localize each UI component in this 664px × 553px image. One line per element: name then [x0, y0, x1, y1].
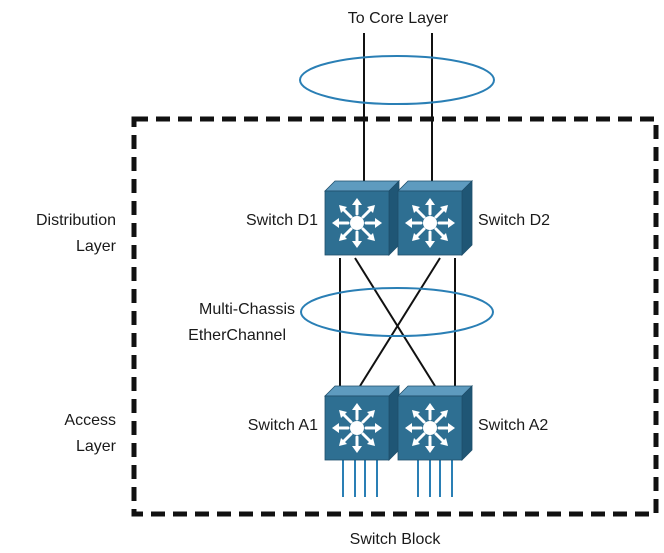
access-layer-label-line1: Access	[64, 412, 116, 429]
switch-a1-icon	[323, 384, 401, 462]
switch-d2-label: Switch D2	[478, 212, 551, 229]
access-layer-label-line2: Layer	[75, 438, 116, 455]
switch-block-border	[131, 116, 659, 517]
switch-a2-icon	[396, 384, 474, 462]
switch-block-label: Switch Block	[349, 531, 441, 548]
switch-a2-label: Switch A2	[478, 417, 549, 434]
switch-d1-icon	[323, 179, 401, 257]
to-core-layer-label: To Core Layer	[347, 10, 449, 27]
switch-d1-label: Switch D1	[245, 212, 318, 229]
distribution-layer-label-line2: Layer	[75, 238, 116, 255]
mce-etherchannel-ellipse	[300, 287, 494, 337]
switch-d2-icon	[396, 179, 474, 257]
switch-a1-label: Switch A1	[247, 417, 318, 434]
link-d2-a1	[359, 257, 441, 387]
core-etherchannel-ellipse	[299, 55, 495, 105]
link-d1-a2	[354, 257, 436, 387]
mce-label-line1: Multi-Chassis	[198, 301, 295, 318]
access-ports-a2	[417, 460, 453, 497]
mce-label-line2: EtherChannel	[188, 327, 286, 344]
access-ports-a1	[342, 460, 378, 497]
distribution-layer-label-line1: Distribution	[35, 212, 116, 229]
